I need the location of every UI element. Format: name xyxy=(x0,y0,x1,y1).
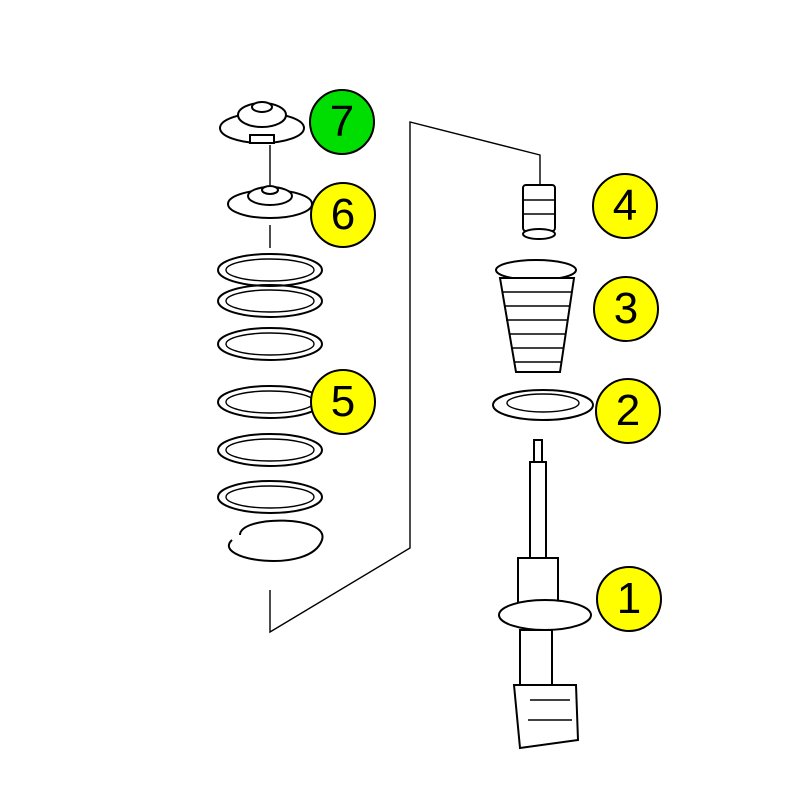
callout-1-label: 1 xyxy=(616,574,642,623)
callout-2: 2 xyxy=(595,378,661,444)
callout-6-label: 6 xyxy=(330,190,356,239)
callout-4-label: 4 xyxy=(612,181,638,230)
callout-1: 1 xyxy=(596,566,662,632)
callout-3: 3 xyxy=(593,276,659,342)
callout-6: 6 xyxy=(310,182,376,248)
callout-2-label: 2 xyxy=(615,386,641,435)
callout-5: 5 xyxy=(310,369,376,435)
coil-spring xyxy=(217,253,324,562)
strut-top-mount xyxy=(219,101,305,144)
shock-absorber-strut xyxy=(498,439,592,750)
callout-3-label: 3 xyxy=(613,284,639,333)
callout-7-label: 7 xyxy=(329,97,355,146)
dust-boot xyxy=(495,259,577,373)
bump-stop xyxy=(522,184,556,240)
callout-4: 4 xyxy=(592,173,658,239)
spring-upper-seat xyxy=(227,185,313,219)
callout-7: 7 xyxy=(309,89,375,155)
spring-seat-insulator xyxy=(492,389,594,421)
callout-5-label: 5 xyxy=(330,377,356,426)
assembly-connector-line xyxy=(269,121,541,634)
